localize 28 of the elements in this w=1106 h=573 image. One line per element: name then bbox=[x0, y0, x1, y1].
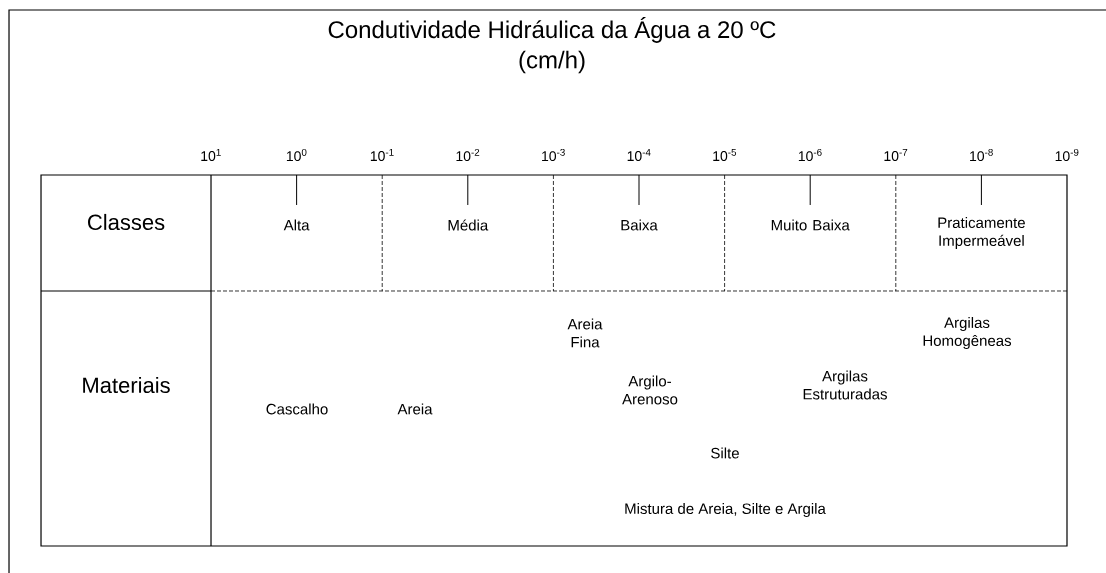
title: Condutividade Hidráulica da Água a 20 ºC bbox=[328, 17, 776, 43]
tick-label: 10$^{-1}$ bbox=[370, 148, 394, 162]
class-label: Muito Baixa bbox=[771, 219, 850, 231]
tick-label: 10$^{-8}$ bbox=[970, 148, 993, 162]
material-label: Mistura de Areia, Silte e Argila bbox=[625, 503, 826, 517]
tick-label: 10$^{-2}$ bbox=[456, 148, 480, 162]
tick-label: 10$^{-3}$ bbox=[542, 148, 565, 162]
row-header: Materiais bbox=[83, 376, 170, 394]
material-label: Argilas Homogêneas bbox=[923, 317, 1012, 349]
material-label: Argilo-Arenoso bbox=[622, 375, 678, 405]
tick-label: 10$^{1}$ bbox=[201, 148, 221, 162]
material-label: Argilas Estruturadas bbox=[803, 370, 887, 400]
class-label: Alta bbox=[283, 219, 310, 231]
material-label: Areia bbox=[397, 403, 433, 415]
class-label: Baixa bbox=[621, 219, 658, 231]
tick-label: 10$^{-6}$ bbox=[798, 148, 822, 162]
tick-label: 10$^{-4}$ bbox=[627, 148, 651, 162]
tick-label: 10$^{-9}$ bbox=[1055, 148, 1079, 162]
unit-label: (cm/h) bbox=[519, 50, 585, 74]
material-label: Silte bbox=[711, 447, 739, 459]
class-label: Média bbox=[448, 219, 489, 231]
material-label: Areia Fina bbox=[567, 318, 603, 348]
tick-label: 10$^{0}$ bbox=[286, 148, 307, 162]
class-label: Praticamente Impermeável bbox=[938, 217, 1025, 249]
material-label: Cascalho bbox=[266, 403, 328, 415]
row-header: Classes bbox=[88, 213, 165, 231]
tick-label: 10$^{-5}$ bbox=[713, 148, 737, 162]
tick-label: 10$^{-7}$ bbox=[884, 148, 908, 162]
